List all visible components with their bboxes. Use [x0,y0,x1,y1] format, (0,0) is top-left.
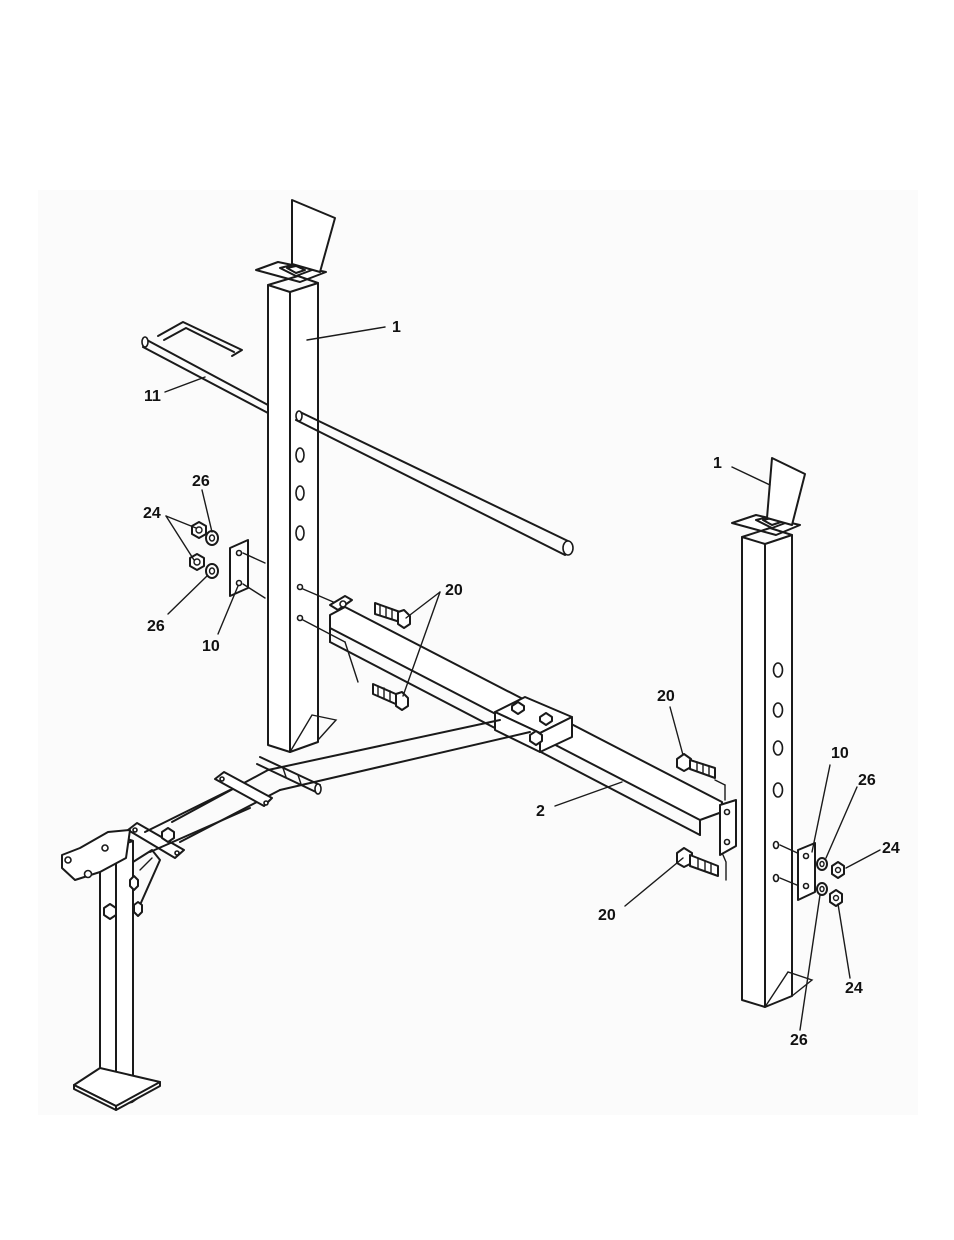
callout-bolt-right-top: 20 [657,688,675,705]
callout-washer-left-top: 26 [192,473,210,490]
callout-nut-left: 24 [143,505,161,522]
callout-upright-right: 1 [713,455,722,472]
callout-washer-right-top: 26 [858,772,876,789]
callout-nut-right-top: 24 [882,840,900,857]
callout-bolts-left: 20 [445,582,463,599]
callout-bolt-right-bottom: 20 [598,907,616,924]
callout-bracket-left: 10 [202,638,220,655]
callout-washer-right-bottom: 26 [790,1032,808,1049]
callout-bracket-right: 10 [831,745,849,762]
callout-upright-left: 1 [392,319,401,336]
callout-washer-left-bottom: 26 [147,618,165,635]
callout-nut-right-bottom: 24 [845,980,863,997]
callout-crossbar: 2 [536,803,545,820]
callout-safety-bar: 11 [144,388,161,405]
